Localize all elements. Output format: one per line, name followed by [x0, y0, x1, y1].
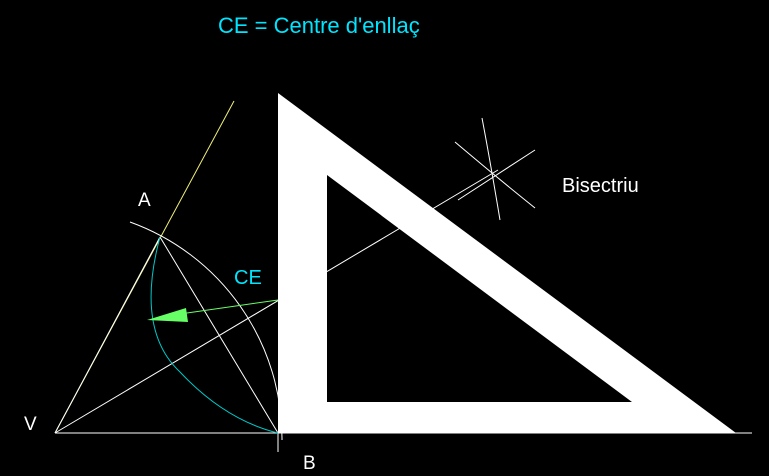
arrow-head [147, 308, 188, 322]
segment-a-b [159, 236, 279, 434]
label-ce: CE [234, 267, 262, 289]
side-v-a [54, 236, 161, 434]
tangent-arc [150, 236, 279, 434]
label-b: B [303, 453, 316, 474]
set-square [278, 93, 736, 433]
compass-arc-1 [481, 117, 501, 221]
label-bisector: Bisectriu [562, 175, 639, 197]
label-v: V [24, 414, 37, 435]
compass-mark-1 [457, 149, 536, 201]
arc-a-b [129, 221, 283, 441]
bisector-line [54, 169, 499, 434]
compass-arc-2 [454, 141, 536, 209]
diagram-title: CE = Centre d'enllaç [218, 13, 420, 38]
arrow-shaft [179, 299, 279, 315]
label-a: A [138, 190, 151, 211]
